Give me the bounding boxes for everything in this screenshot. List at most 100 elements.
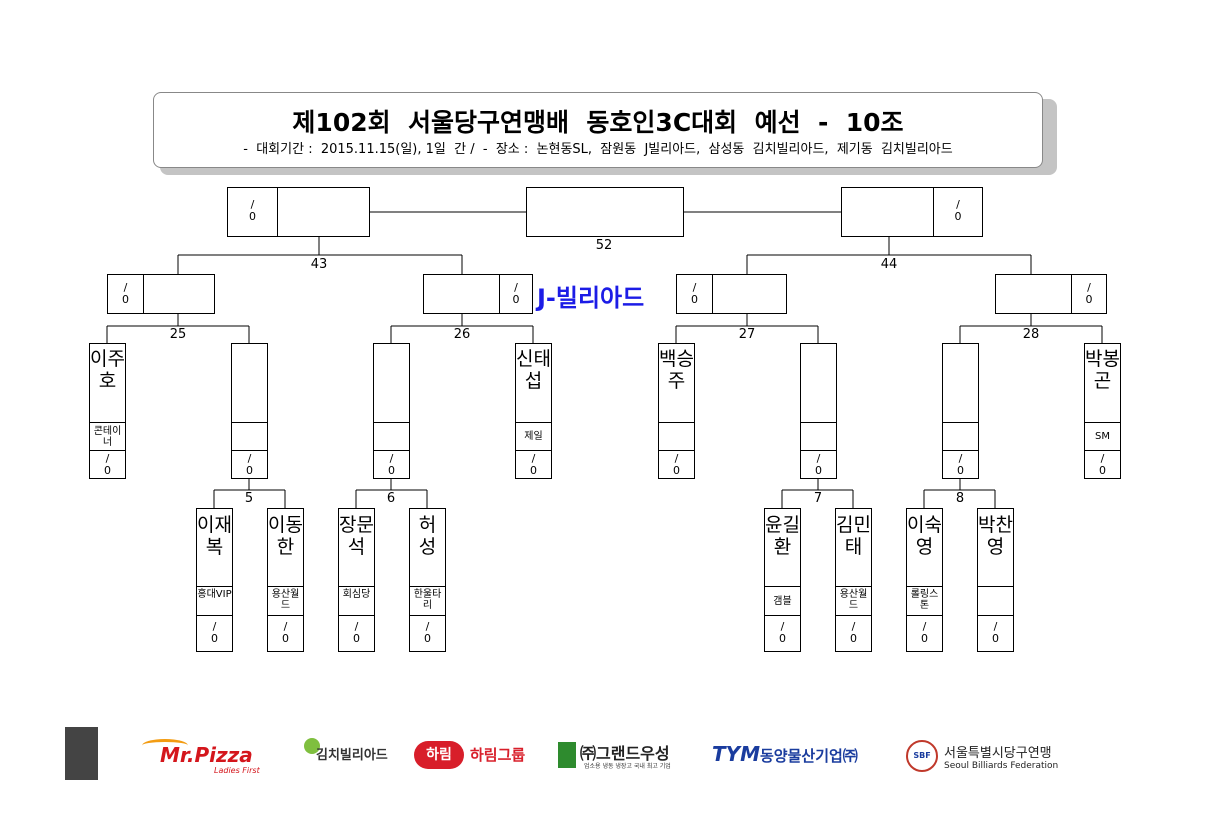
score-cell: / 0 bbox=[512, 281, 520, 306]
score-cell: / 0 bbox=[921, 620, 928, 645]
score-cell: / 0 bbox=[211, 620, 218, 645]
bracket-slot-5-winner: / 0 bbox=[231, 343, 268, 479]
player-card: 윤길환 갬블 / 0 bbox=[764, 508, 801, 652]
score-cell: / 0 bbox=[1099, 452, 1106, 477]
page-subtitle: - 대회기간 : 2015.11.15(일), 1일 간 / - 장소 : 논현… bbox=[243, 142, 953, 157]
player-club: 홍대VIP bbox=[197, 589, 232, 600]
match-number-8: 8 bbox=[955, 491, 965, 506]
score-cell: / 0 bbox=[530, 452, 537, 477]
player-name: 이재복 bbox=[197, 514, 232, 558]
match-number-25: 25 bbox=[169, 327, 187, 342]
player-club: 갬블 bbox=[773, 596, 792, 607]
player-card: 장문석 회심당 / 0 bbox=[338, 508, 375, 652]
match-number-27: 27 bbox=[738, 327, 756, 342]
sponsor-sbf-english: Seoul Billiards Federation bbox=[944, 761, 1059, 771]
player-club: 용산월드 bbox=[839, 589, 868, 611]
cabbage-icon bbox=[304, 738, 320, 754]
sponsor-mrpizza-name: Mr.Pizza bbox=[160, 743, 253, 767]
match-number-52: 52 bbox=[595, 238, 613, 253]
score-cell: / 0 bbox=[122, 281, 129, 306]
player-card: 이재복 홍대VIP / 0 bbox=[196, 508, 233, 652]
player-name: 이동한 bbox=[268, 514, 303, 558]
bracket-slot-6-winner: / 0 bbox=[373, 343, 410, 479]
player-club: SM bbox=[1095, 431, 1110, 442]
score-cell: / 0 bbox=[992, 620, 999, 645]
score-cell: / 0 bbox=[246, 452, 253, 477]
score-cell: / 0 bbox=[249, 198, 256, 223]
page-title: 제102회 서울당구연맹배 동호인3C대회 예선 - 10조 bbox=[292, 108, 904, 137]
match-number-26: 26 bbox=[453, 327, 471, 342]
sponsor-harim-name: 하림그룹 bbox=[470, 746, 526, 764]
player-card: 김민태 용산월드 / 0 bbox=[835, 508, 872, 652]
player-name: 허 성 bbox=[418, 514, 449, 558]
player-name: 이주호 bbox=[90, 348, 125, 392]
match-number-7: 7 bbox=[813, 491, 823, 506]
score-cell: / 0 bbox=[954, 198, 962, 223]
match-number-43: 43 bbox=[310, 257, 328, 272]
sponsor-grand-logo: ㈜그랜드우성 업소용 냉동 냉장고 국내 최고 기업 bbox=[558, 738, 698, 774]
sponsor-grand-name: ㈜그랜드우성 bbox=[580, 744, 670, 763]
player-name: 윤길환 bbox=[765, 514, 800, 558]
sponsor-mrpizza-tag: Ladies First bbox=[214, 766, 260, 775]
score-cell: / 0 bbox=[388, 452, 395, 477]
sponsor-kimchi-logo: 김치빌리아드 bbox=[294, 738, 404, 774]
score-cell: / 0 bbox=[353, 620, 360, 645]
score-cell: / 0 bbox=[850, 620, 857, 645]
sponsor-sbf-logo: SBF 서울특별시당구연맹 Seoul Billiards Federation bbox=[906, 738, 1076, 778]
header-panel: 제102회 서울당구연맹배 동호인3C대회 예선 - 10조 - 대회기간 : … bbox=[153, 92, 1043, 168]
player-card: 이동한 용산월드 / 0 bbox=[267, 508, 304, 652]
sponsor-grand-sub: 업소용 냉동 냉장고 국내 최고 기업 bbox=[584, 763, 671, 770]
bracket-slot-28-winner: / 0 bbox=[995, 274, 1107, 314]
sponsor-mrpizza-logo: Mr.Pizza Ladies First bbox=[140, 733, 270, 777]
score-cell: / 0 bbox=[104, 452, 111, 477]
sponsor-tym-logo: TYM 동양물산기업㈜ bbox=[712, 742, 892, 772]
player-club: 한울타리 bbox=[413, 589, 442, 611]
score-cell: / 0 bbox=[779, 620, 786, 645]
player-card: 신태섭 제일 / 0 bbox=[515, 343, 552, 479]
player-name: 신태섭 bbox=[516, 348, 551, 392]
match-number-6: 6 bbox=[386, 491, 396, 506]
bracket-slot-27-winner: / 0 bbox=[676, 274, 787, 314]
player-name: 장문석 bbox=[339, 514, 374, 558]
score-cell: / 0 bbox=[424, 620, 431, 645]
bracket-slot-8-winner: / 0 bbox=[942, 343, 979, 479]
bracket-slot-44-winner: / 0 bbox=[841, 187, 983, 237]
sponsor-dongyang-name: 동양물산기업㈜ bbox=[760, 747, 858, 765]
player-club: 회심당 bbox=[342, 589, 371, 600]
player-club: 제일 bbox=[524, 431, 543, 442]
bracket-slot-final bbox=[526, 187, 684, 237]
score-cell: / 0 bbox=[1085, 281, 1093, 306]
score-cell: / 0 bbox=[815, 452, 822, 477]
sponsor-harim-badge: 하림 bbox=[414, 741, 464, 769]
match-number-5: 5 bbox=[244, 491, 254, 506]
match-number-28: 28 bbox=[1022, 327, 1040, 342]
player-card: 백승주 / 0 bbox=[658, 343, 695, 479]
player-card: 박봉곤 SM / 0 bbox=[1084, 343, 1121, 479]
score-cell: / 0 bbox=[282, 620, 289, 645]
venue-label: J-빌리아드 bbox=[537, 284, 645, 312]
player-club: 용산월드 bbox=[271, 589, 300, 611]
player-club: 콘테이너 bbox=[93, 426, 122, 448]
score-cell: / 0 bbox=[673, 452, 680, 477]
player-card: 이숙영 롤링스톤 / 0 bbox=[906, 508, 943, 652]
leaf-icon bbox=[558, 742, 576, 768]
bracket-slot-26-winner: / 0 bbox=[423, 274, 533, 314]
player-name: 백승주 bbox=[659, 348, 694, 392]
player-card: 박찬영 / 0 bbox=[977, 508, 1014, 652]
footer-grey-bar bbox=[65, 727, 98, 780]
sponsor-harim-logo: 하림 하림그룹 bbox=[414, 738, 544, 774]
bracket-slot-7-winner: / 0 bbox=[800, 343, 837, 479]
sponsor-kimchi-name: 김치빌리아드 bbox=[316, 748, 388, 763]
player-card: 허 성 한울타리 / 0 bbox=[409, 508, 446, 652]
score-cell: / 0 bbox=[691, 281, 698, 306]
sponsor-tym-mark: TYM bbox=[712, 742, 761, 766]
player-name: 박찬영 bbox=[978, 514, 1013, 558]
match-number-44: 44 bbox=[880, 257, 898, 272]
player-card: 이주호 콘테이너 / 0 bbox=[89, 343, 126, 479]
bracket-slot-25-winner: / 0 bbox=[107, 274, 215, 314]
sponsor-sbf-korean: 서울특별시당구연맹 bbox=[944, 746, 1052, 761]
player-name: 이숙영 bbox=[907, 514, 942, 558]
bracket-slot-43-winner: / 0 bbox=[227, 187, 370, 237]
player-name: 박봉곤 bbox=[1085, 348, 1120, 392]
